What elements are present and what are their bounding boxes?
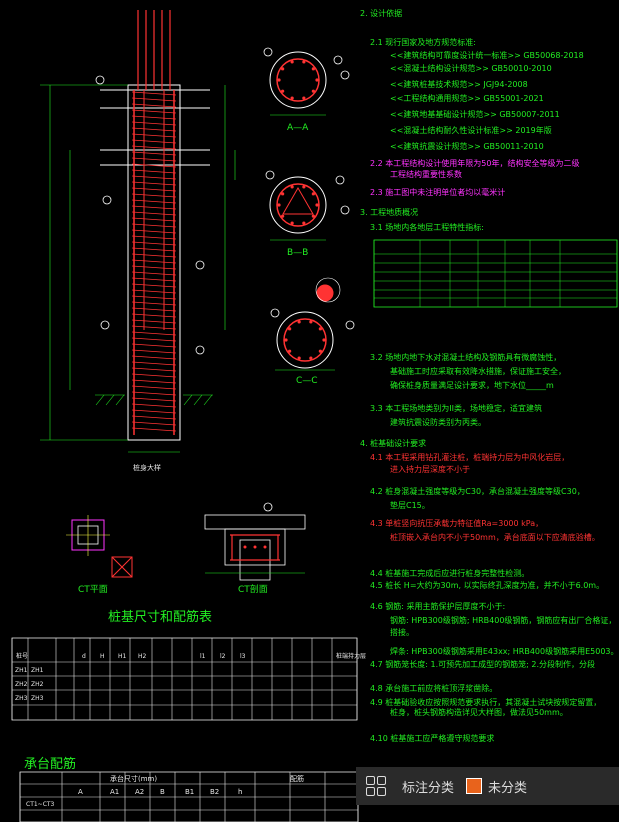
pile-detail-label: 桩身大样 xyxy=(133,463,161,472)
cap-table-col: B1 xyxy=(185,788,194,796)
pile-table-row: ZH2 xyxy=(15,681,28,688)
note-line: 4.6 钢筋: 采用主筋保护层厚度不小于: xyxy=(370,602,506,611)
soil-table xyxy=(373,239,618,308)
note-line: 4.7 钢筋笼长度: 1.可预先加工成型的钢筋笼; 2.分段制作，分段 xyxy=(370,660,596,669)
ct-section: CT剖面 xyxy=(204,502,306,595)
unclassified-swatch[interactable] xyxy=(466,778,483,794)
note-line: 钢筋: HPB300级钢筋; HRB400级钢筋，钢筋应有出厂合格证， xyxy=(390,616,617,625)
cap-table-header: 配筋 xyxy=(290,774,304,783)
note-line: <<建筑地基基础设计规范>> GB50007-2011 xyxy=(390,110,560,119)
pile-table-header: l2 xyxy=(220,653,226,660)
pile-table-row: ZH3 xyxy=(15,695,28,702)
note-line: 进入持力层深度不小于 xyxy=(390,465,470,474)
ct-plan-label: CT平面 xyxy=(78,584,108,595)
note-line: 工程结构重要性系数 xyxy=(390,170,462,179)
pile-table-header: H1 xyxy=(118,653,127,660)
pile-table-row: ZH1 xyxy=(15,667,28,674)
section-b-label: B—B xyxy=(287,248,308,258)
note-line: 4. 桩基础设计要求 xyxy=(360,439,427,448)
cap-table-col: B xyxy=(160,788,165,796)
pile-table-header: l3 xyxy=(240,653,246,660)
pile-table-title: 桩基尺寸和配筋表 xyxy=(108,609,212,625)
pile-table-header: 桩号 xyxy=(16,652,28,660)
note-line: <<建筑桩基技术规范>> JGJ94-2008 xyxy=(390,80,528,89)
cap-table-col: A xyxy=(78,788,83,796)
classify-label[interactable]: 标注分类 xyxy=(402,780,455,796)
note-line: 4.5 桩长 H=大约为30m, 以实际终孔深度为准，并不小于6.0m。 xyxy=(370,581,605,590)
section-a-label: A—A xyxy=(287,123,309,133)
section-a: A—A xyxy=(263,47,350,133)
cap-table-col: h xyxy=(238,788,242,796)
note-line: 2.3 施工图中未注明单位者均以毫米计 xyxy=(370,188,506,197)
cap-table-col: B2 xyxy=(210,788,219,796)
pile-table-header: l1 xyxy=(200,653,206,660)
note-line: 焊条: HPB300级钢筋采用E43xx; HRB400级钢筋采用E5003。 xyxy=(390,647,619,656)
section-c: C—C xyxy=(270,277,355,386)
pile-table-cell: ZH3 xyxy=(31,695,44,702)
note-line: 4.10 桩基施工应严格遵守规范要求 xyxy=(370,734,495,743)
note-line: 4.2 桩身混凝土强度等级为C30，承台混凝土强度等级C30， xyxy=(370,487,585,496)
category-grid-icon[interactable] xyxy=(366,776,386,796)
note-line: 搭接。 xyxy=(390,628,414,637)
note-line: 3.1 场地内各地层工程特性指标: xyxy=(370,223,484,232)
pile-table-cell: ZH2 xyxy=(31,681,44,688)
note-line: 3.2 场地内地下水对混凝土结构及钢筋具有微腐蚀性， xyxy=(370,353,562,362)
note-line: 确保桩身质量满足设计要求，地下水位_____m xyxy=(390,381,554,390)
pile-table-header: 桩端持力层 xyxy=(336,652,366,660)
note-line: <<混凝土结构耐久性设计标准>> 2019年版 xyxy=(390,126,552,135)
cap-table-col: A1 xyxy=(110,788,119,796)
pile-table-header: H2 xyxy=(138,653,147,660)
section-b: B—B xyxy=(265,170,350,258)
pile-table-header: d xyxy=(82,653,86,660)
note-line: 2.2 本工程结构设计使用年限为50年，结构安全等级为二级 xyxy=(370,159,580,168)
note-line: 4.1 本工程采用钻孔灌注桩，桩端持力层为中风化岩层， xyxy=(370,453,570,462)
note-line: 基础施工时应采取有效降水措施，保证施工安全， xyxy=(390,367,566,376)
ct-plan: CT平面 xyxy=(66,515,133,595)
note-line: 4.8 承台施工前应将桩顶浮浆凿除。 xyxy=(370,684,498,693)
note-line: 垫层C15。 xyxy=(390,501,430,510)
section-c-label: C—C xyxy=(296,376,318,386)
note-line: <<混凝土结构设计规范>> GB50010-2010 xyxy=(390,64,552,73)
note-line: 建筑抗震设防类别为丙类。 xyxy=(390,418,486,427)
note-line: 4.4 桩基施工完成后应进行桩身完整性检测。 xyxy=(370,569,530,578)
cap-table-col: A2 xyxy=(135,788,144,796)
annotation-panel: 标注分类 未分类 xyxy=(356,767,619,805)
note-line: <<工程结构通用规范>> GB55001-2021 xyxy=(390,94,544,103)
note-line: 3.3 本工程场地类别为II类，场地稳定，适宜建筑 xyxy=(370,404,542,413)
cap-table-row: CT1~CT3 xyxy=(26,801,55,808)
cap-table-header: 承台尺寸(mm) xyxy=(110,774,157,783)
note-line: 桩身，桩头钢筋构造详见大样图，做法见50mm。 xyxy=(390,708,568,717)
note-line: 2.1 现行国家及地方规范标准: xyxy=(370,38,476,47)
pile-elevation: 桩身大样 xyxy=(40,10,236,472)
cap-table-title: 承台配筋 xyxy=(24,756,76,772)
pile-table-cell: ZH1 xyxy=(31,667,44,674)
ct-section-label: CT剖面 xyxy=(238,583,268,595)
pile-table-header: H xyxy=(100,653,105,660)
note-line: <<建筑结构可靠度设计统一标准>> GB50068-2018 xyxy=(390,51,584,60)
note-line: 4.9 桩基础验收应按照规范要求执行，其混凝土试块按规定留置， xyxy=(370,698,602,707)
note-line: 3. 工程地质概况 xyxy=(360,208,419,217)
note-line: <<建筑抗震设计规范>> GB50011-2010 xyxy=(390,142,544,151)
note-line: 4.3 单桩竖向抗压承载力特征值Ra=3000 kPa， xyxy=(370,519,544,528)
unclassified-label[interactable]: 未分类 xyxy=(488,780,528,796)
note-line: 2. 设计依据 xyxy=(360,9,403,18)
note-line: 桩顶嵌入承台内不小于50mm，承台底面以下应清底验槽。 xyxy=(390,533,600,542)
